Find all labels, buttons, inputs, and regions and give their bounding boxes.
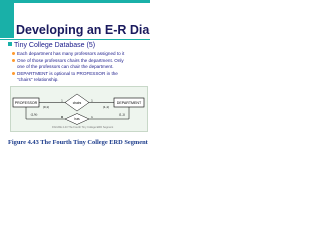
bullet-text-continued: "chairs" relationship. (17, 77, 59, 82)
relationship-chairs (64, 93, 90, 112)
header-accent-bar (0, 0, 150, 3)
bullet-text: Each department has many professors assi… (17, 51, 125, 56)
figure-caption: Figure 4.43 The Fourth Tiny College ERD … (8, 139, 148, 146)
slide: Developing an E-R Diagram Tiny College D… (0, 0, 150, 150)
bullet-item: One of those professors chairs the depar… (12, 58, 124, 64)
bullet-text-continued: one of the professors can chair the depa… (17, 64, 114, 69)
header-accent-block (0, 0, 14, 38)
connectivity-chairs-right: 1 (91, 98, 93, 102)
cardinality-professor-chairs: (0,1) (43, 105, 49, 109)
slide-subtitle: Tiny College Database (5) (8, 42, 95, 50)
dot-bullet-icon (12, 72, 15, 75)
bullet-text: One of those professors chairs the depar… (17, 58, 124, 63)
figure-note: FIGURE 4.43 The Fourth Tiny College ERD … (52, 126, 114, 129)
square-bullet-icon (8, 42, 12, 46)
slide-title: Developing an E-R Diagram (16, 23, 150, 37)
dot-bullet-icon (12, 59, 15, 62)
header-band (0, 0, 150, 38)
relationship-chairs-label: chairs (73, 101, 82, 105)
cardinality-has-department: (1,1) (119, 113, 125, 117)
bullet-item: DEPARTMENT is optional to PROFESSOR in t… (12, 71, 118, 77)
subtitle-text: Tiny College Database (5) (14, 42, 96, 49)
connectivity-has-left: M (61, 115, 64, 119)
entity-professor-label: PROFESSOR (15, 101, 38, 105)
title-divider (0, 39, 150, 40)
dot-bullet-icon (12, 52, 15, 55)
erd-diagram: PROFESSOR DEPARTMENT chairs 1 1 (0,1) (1… (12, 93, 145, 125)
cardinality-chairs-department: (1,1) (103, 105, 109, 109)
entity-department-label: DEPARTMENT (117, 101, 142, 105)
bullet-text: DEPARTMENT is optional to PROFESSOR in t… (17, 71, 118, 76)
cardinality-professor-has: (1,N) (31, 113, 38, 117)
connectivity-chairs-left: 1 (61, 98, 63, 102)
relationship-has (64, 113, 90, 125)
connectivity-has-right: 1 (91, 115, 93, 119)
bullet-item: Each department has many professors assi… (12, 51, 124, 57)
relationship-has-label: has (74, 117, 80, 121)
